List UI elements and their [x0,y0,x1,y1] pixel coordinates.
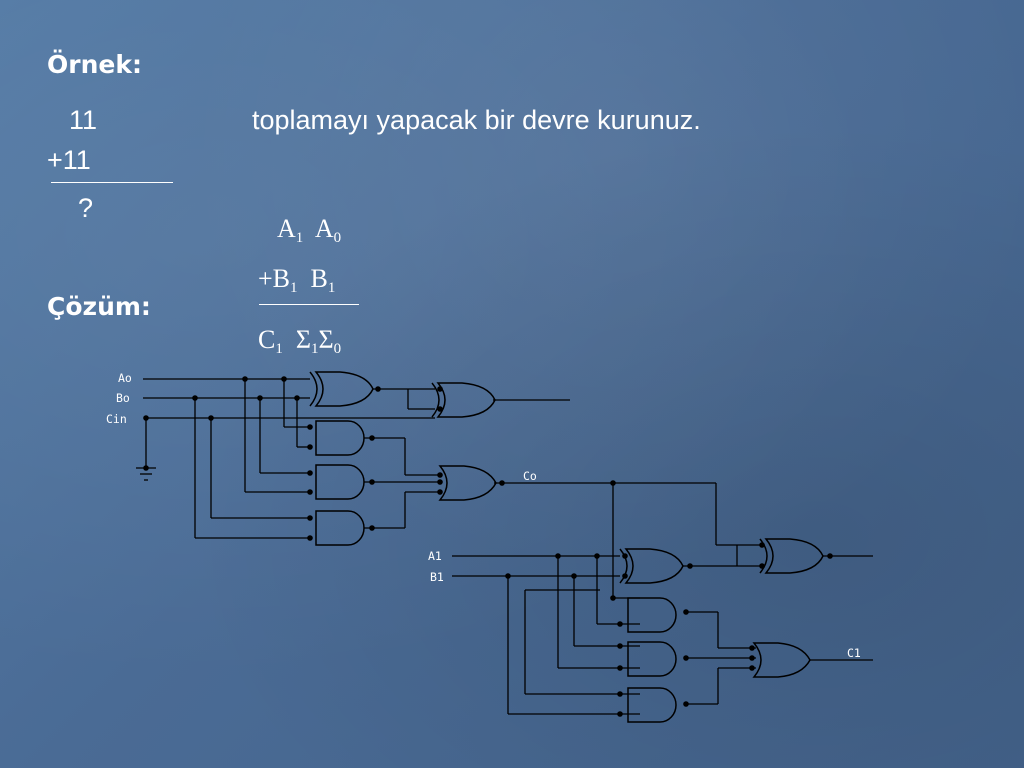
solution-rule [259,304,359,305]
and-gate-1 [315,420,365,456]
label-ao: Ao [118,371,132,385]
xor-gate-sum1-b [759,538,824,574]
sigma0-term: Σ0 [318,325,342,357]
sigma1-term: Σ1 [295,325,319,357]
sum-rule [51,182,173,183]
example-heading: Örnek: [47,50,142,79]
b1-second-term: B1 [310,264,336,296]
and-gate-5 [627,641,677,677]
label-c1: C1 [847,646,861,660]
c1-term: C1 [258,325,283,357]
instruction-text: toplamayı yapacak bir devre kurunuz. [252,105,701,135]
and-gate-2 [315,464,365,500]
or-gate-carry1 [753,642,811,678]
label-co: Co [523,469,537,483]
label-cin: Cin [106,412,127,426]
and-gate-3 [315,510,365,546]
solution-heading: Çözüm: [47,292,151,321]
xor-gate-sum0-a [309,371,374,407]
label-bo: Bo [116,391,130,405]
addend-row-b: +B1 B1 [258,264,335,297]
and-gate-6 [627,687,677,723]
or-gate-carry0 [439,465,497,501]
addend-row-a: A1 A0 [277,214,341,247]
operand-top: 11 [69,105,98,135]
and-gate-4 [627,597,677,633]
label-b1: B1 [430,570,444,584]
junctions [143,376,833,717]
xor-gate-sum1-a [619,548,684,584]
result-row: C1 Σ1Σ0 [258,325,341,358]
label-a1: A1 [428,549,442,563]
operand-bottom: +11 [47,145,91,175]
result-placeholder: ? [78,193,94,223]
a0-term: A0 [314,214,342,246]
b1-term: +B1 [258,264,298,296]
a1-term: A1 [277,214,304,246]
